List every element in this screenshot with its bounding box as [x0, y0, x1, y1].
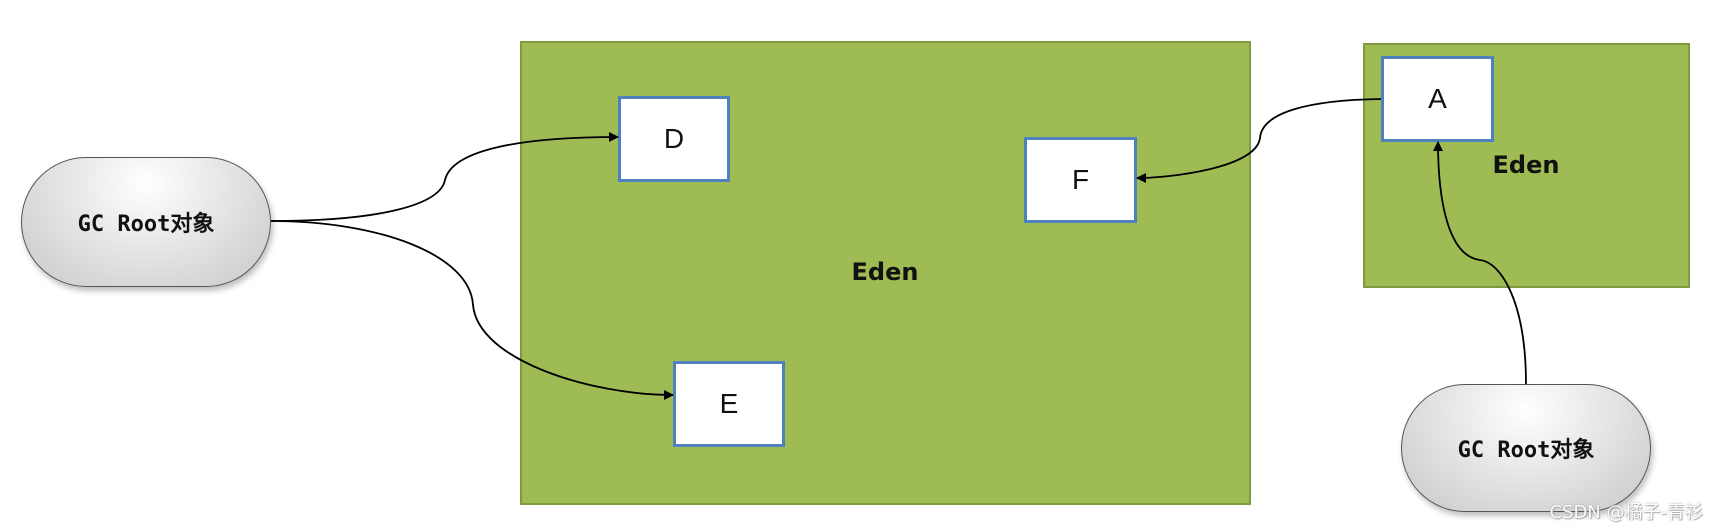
- gc-root-left: GC Root对象: [21, 157, 271, 287]
- object-f: F: [1024, 137, 1137, 223]
- gc-root-right-label: GC Root对象: [1457, 438, 1595, 463]
- watermark: CSDN @橘子-青衫: [1549, 502, 1703, 523]
- gc-root-left-label: GC Root对象: [77, 212, 215, 237]
- gc-root-right: GC Root对象: [1401, 384, 1651, 512]
- eden-region-small-label: Eden: [1492, 151, 1560, 179]
- object-e: E: [673, 361, 785, 447]
- object-d: D: [618, 96, 730, 182]
- eden-region-main-label: Eden: [851, 258, 919, 286]
- object-a: A: [1381, 56, 1494, 142]
